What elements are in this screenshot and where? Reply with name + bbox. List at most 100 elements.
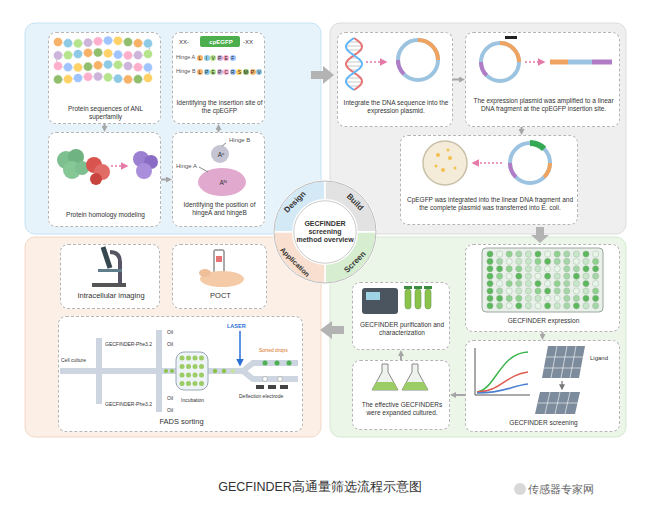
circle-core [294,201,356,263]
well [487,266,493,272]
well [583,266,589,272]
well [525,295,531,301]
node-text: GECFINDER-Phe3.2 [105,341,155,347]
illustration [347,66,362,67]
droplet [180,381,185,386]
microfluidic-chip [263,361,268,366]
box-ground [465,244,620,332]
plasmid [510,143,550,183]
illustration [73,39,82,48]
microfluidic-chip [176,352,208,390]
poct-hand [199,269,211,277]
watermark-icon [514,483,526,495]
well [516,258,522,264]
well [535,273,541,279]
microfluidic-chip [213,369,217,373]
droplet [186,373,191,378]
well [487,273,493,279]
well [554,251,560,257]
box-ground [400,135,578,225]
protein-models [111,165,127,167]
residue-bead: P [204,69,210,75]
well [487,251,493,257]
stage-panel [25,237,321,437]
illustration [93,72,102,81]
culture-flask [402,364,428,390]
application-box: POCT [172,244,267,309]
droplet [193,381,198,386]
plasmid [366,61,386,63]
droplet [199,381,204,386]
illustration [123,75,132,84]
illustration [143,63,152,72]
microfluidic-chip [96,338,102,404]
well [497,281,503,287]
well [535,251,541,257]
residue-bead: P [250,69,256,75]
stage-panel [330,237,626,437]
microfluidic-chip [239,331,241,365]
culture-flask [372,364,428,390]
illustration [346,46,362,47]
illustration [123,51,132,60]
flow-arrow [542,332,544,337]
well [593,266,599,272]
box-ground [172,32,265,124]
box-ground [337,32,453,127]
cpegfp-bar [200,36,240,47]
microfluidic-chip [256,385,264,389]
build-step-box: CpEGFP was integrated into the linear DN… [400,135,578,225]
droplet [180,356,185,361]
well-plate [482,248,603,312]
plasmid [454,167,457,170]
node-text: Protein sequences of ANL superfamily [53,105,158,121]
well [545,288,551,294]
well [554,303,560,309]
flow-arrow [521,127,523,132]
plasmid [525,61,544,63]
microfluidic-chip [60,330,298,412]
protein-models [136,163,152,179]
well [497,251,503,257]
stage-panel [330,23,626,234]
well [487,295,493,301]
residue-bead: M [243,69,249,75]
microfluidic-chip [222,369,226,373]
box-ground [172,132,265,227]
node-text: Intracellular imaging [65,291,157,300]
illustration [113,50,122,59]
well [564,288,570,294]
illustration [347,62,362,63]
well [525,288,531,294]
response-chart [535,392,580,414]
well [535,266,541,272]
microscope [92,247,126,287]
well [554,258,560,264]
illustration [123,61,132,70]
well [545,258,551,264]
purification-instrument [415,289,421,309]
plasmid [481,62,487,75]
well [516,251,522,257]
purification-instrument [366,292,380,300]
well [545,295,551,301]
illustration [53,61,62,70]
residue-bead: C [223,69,229,75]
residue-bead: E [223,55,229,61]
node-text: Aᶜ [212,150,230,160]
node-text: The expression plasmid was amplified to … [471,97,616,113]
illustration [103,60,112,69]
screen-step-box: GECFINDER purification and characterizat… [352,282,450,350]
protein-models [57,149,158,185]
illustration [53,75,62,84]
droplet [180,373,185,378]
illustration [143,73,152,82]
well [506,273,512,279]
illustration [123,37,132,46]
node-text: Hinge A [176,54,198,61]
illustration [83,62,92,71]
illustration [113,60,122,69]
illustration [83,38,92,47]
watermark-icon [514,483,526,495]
